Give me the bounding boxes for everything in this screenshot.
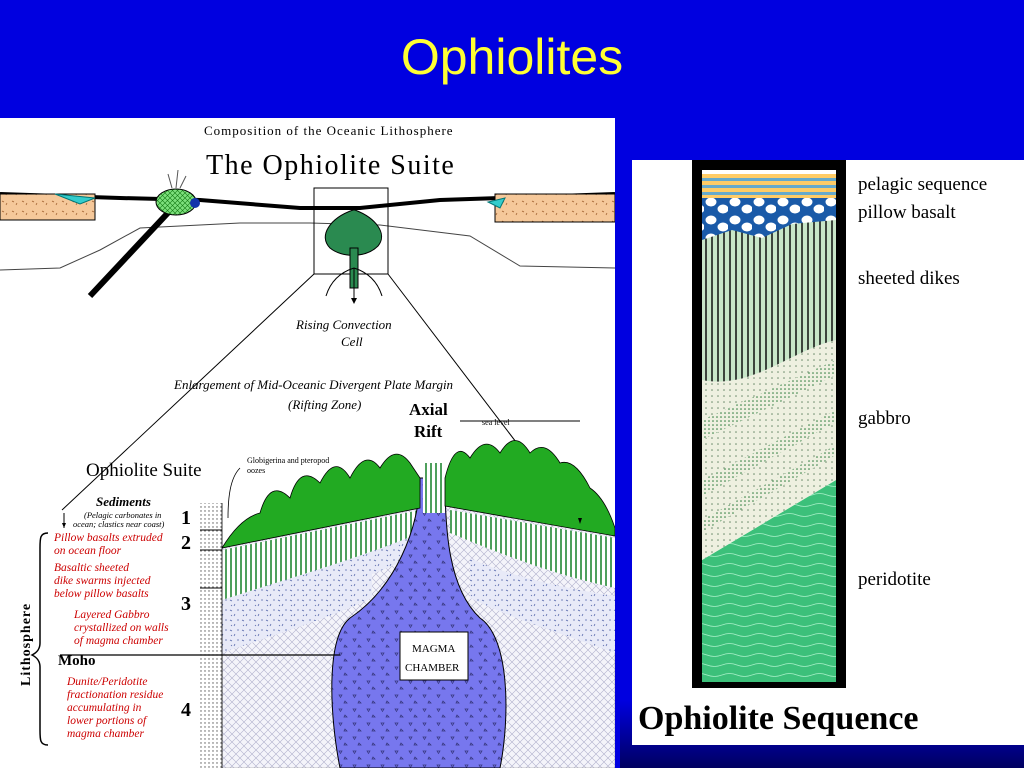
sequence-title: Ophiolite Sequence	[638, 700, 919, 737]
sea-level-label: sea level	[482, 418, 511, 427]
sediments-note-2: ocean; clastics near coast)	[73, 519, 165, 529]
diagram-heading: The Ophiolite Suite	[206, 150, 455, 181]
sequence-column	[692, 160, 846, 688]
layer-number-4: 4	[181, 699, 191, 721]
moho-label: Moho	[58, 653, 96, 669]
lithosphere-label: Lithosphere	[19, 603, 34, 686]
magma-label-1: MAGMA	[412, 643, 455, 655]
gabbro-label-3: of magma chamber	[74, 635, 163, 647]
sediments-note-1: (Pelagic carbonates in	[84, 510, 161, 520]
globigerina-label-1: Globigerina and pteropod	[247, 456, 329, 465]
layer-number-1: 1	[181, 507, 191, 529]
ophiolite-suite-svg: Composition of the Oceanic Lithosphere T…	[0, 123, 615, 768]
gabbro-label-1: Layered Gabbro	[73, 609, 150, 621]
magma-label-2: CHAMBER	[405, 662, 460, 674]
sediments-label: Sediments	[96, 494, 151, 509]
ocean-profile	[0, 169, 615, 304]
label-sheeted-dikes: sheeted dikes	[858, 268, 960, 289]
layer-number-3: 3	[181, 593, 191, 615]
dunite-label-3: accumulating in	[67, 702, 142, 714]
suite-label: Ophiolite Suite	[86, 460, 202, 481]
rising-cell-label-2: Cell	[341, 334, 363, 349]
label-pelagic-sequence: pelagic sequence	[858, 174, 988, 195]
pillow-label-2: on ocean floor	[54, 545, 122, 557]
diagram-subheading: Composition of the Oceanic Lithosphere	[204, 123, 454, 138]
globigerina-label-2: oozes	[247, 466, 265, 475]
layer-number-2: 2	[181, 532, 191, 554]
enlargement-label-2: (Rifting Zone)	[288, 397, 361, 412]
dikes-label-1: Basaltic sheeted	[54, 562, 129, 574]
ophiolite-sequence-diagram: pelagic sequence pillow basalt sheeted d…	[632, 160, 1024, 745]
label-pillow-basalt: pillow basalt	[858, 202, 956, 223]
enlargement-label-1: Enlargement of Mid-Oceanic Divergent Pla…	[173, 377, 453, 392]
dikes-label-3: below pillow basalts	[54, 588, 149, 600]
rising-cell-label-1: Rising Convection	[295, 317, 392, 332]
rift-label: Rift	[414, 422, 443, 441]
axial-label: Axial	[409, 400, 448, 419]
dunite-label-1: Dunite/Peridotite	[66, 676, 147, 688]
label-peridotite: peridotite	[858, 569, 931, 590]
enlarged-cross-section	[60, 440, 615, 768]
slide-title: Ophiolites	[400, 29, 624, 85]
dikes-label-2: dike swarms injected	[54, 575, 151, 587]
dunite-label-4: lower portions of	[67, 715, 148, 727]
pillow-label-1: Pillow basalts extruded	[53, 532, 163, 544]
ophiolite-suite-diagram: Composition of the Oceanic Lithosphere T…	[0, 118, 615, 768]
dunite-label-5: magma chamber	[67, 728, 144, 740]
dunite-label-2: fractionation residue	[67, 689, 163, 701]
label-gabbro: gabbro	[858, 408, 911, 429]
gabbro-label-2: crystallized on walls	[74, 622, 169, 634]
